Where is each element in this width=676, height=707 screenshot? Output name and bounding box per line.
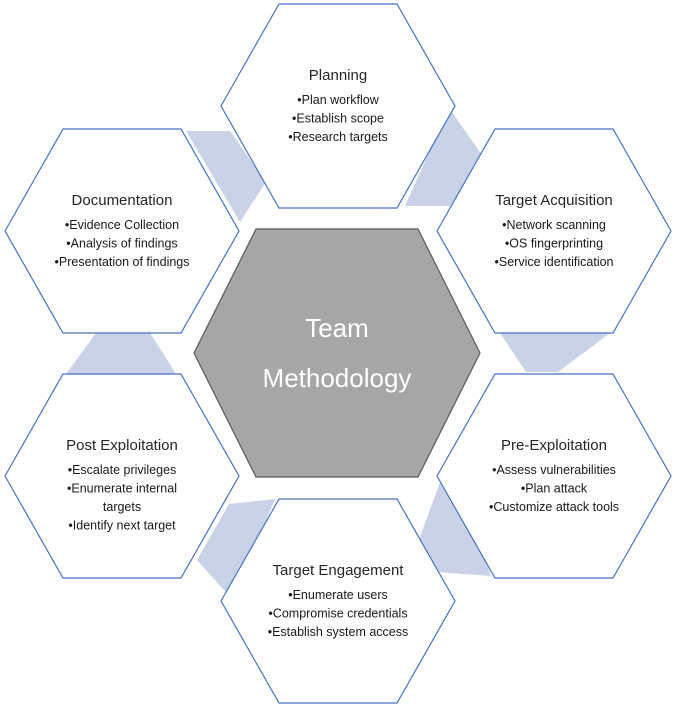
center-hexagon-group: Team Methodology <box>193 228 481 478</box>
step-item-post-exploitation-3: targets <box>103 500 141 514</box>
step-target-engagement: Target Engagement •Enumerate users •Compro… <box>220 498 456 704</box>
step-hexagon-post-exploitation <box>4 373 240 579</box>
step-item-target-acquisition-1: •Network scanning <box>502 218 606 232</box>
step-planning: Planning •Plan workflow •Establish scope •R… <box>220 3 456 209</box>
connector-band-4 <box>408 482 491 576</box>
step-item-pre-exploitation-1: •Assess vulnerabilities <box>492 463 616 477</box>
connector-band-3 <box>500 333 610 372</box>
step-title-target-engagement: Target Engagement <box>273 562 405 579</box>
step-post-exploitation: Post Exploitation •Escalate privileges •En… <box>4 373 240 579</box>
step-item-planning-2: •Establish scope <box>292 112 384 126</box>
step-item-target-acquisition-3: •Service identification <box>494 255 613 269</box>
step-target-acquisition: Target Acquisition •Network scanning •OS f… <box>436 128 672 334</box>
step-item-documentation-2: •Analysis of findings <box>66 237 177 251</box>
step-title-planning: Planning <box>309 67 367 84</box>
step-item-target-engagement-1: •Enumerate users <box>288 588 388 602</box>
connector-layer <box>66 108 610 600</box>
step-item-documentation-1: •Evidence Collection <box>65 218 179 232</box>
step-item-post-exploitation-1: •Escalate privileges <box>68 463 177 477</box>
step-item-planning-1: •Plan workflow <box>297 93 379 107</box>
step-item-planning-3: •Research targets <box>288 130 388 144</box>
step-hexagon-target-engagement <box>220 498 456 704</box>
step-hexagon-pre-exploitation <box>436 373 672 579</box>
connector-band-1 <box>186 131 266 222</box>
step-item-post-exploitation-2: •Enumerate internal <box>67 482 177 496</box>
connector-band-6 <box>66 333 176 374</box>
center-title-line-1: Team <box>305 313 369 343</box>
step-hexagon-layer: Planning •Plan workflow •Establish scope •R… <box>4 3 672 704</box>
step-title-pre-exploitation: Pre-Exploitation <box>501 437 607 454</box>
step-pre-exploitation: Pre-Exploitation •Assess vulnerabilities •… <box>436 373 672 579</box>
step-title-documentation: Documentation <box>72 192 173 209</box>
step-hexagon-target-acquisition <box>436 128 672 334</box>
step-title-target-acquisition: Target Acquisition <box>495 192 613 209</box>
step-item-target-acquisition-2: •OS fingerprinting <box>505 237 603 251</box>
step-item-pre-exploitation-2: •Plan attack <box>521 482 588 496</box>
step-hexagon-planning <box>220 3 456 209</box>
step-documentation: Documentation •Evidence Collection •Analys… <box>4 128 240 334</box>
center-hexagon <box>193 228 481 478</box>
connector-band-2 <box>405 108 482 206</box>
step-item-target-engagement-3: •Establish system access <box>268 625 409 639</box>
step-item-documentation-3: •Presentation of findings <box>54 255 189 269</box>
step-item-post-exploitation-4: •Identify next target <box>68 519 176 533</box>
step-title-post-exploitation: Post Exploitation <box>66 437 178 454</box>
center-title-line-2: Methodology <box>263 363 412 393</box>
connector-band-5 <box>197 499 275 600</box>
step-item-target-engagement-2: •Compromise credentials <box>268 607 407 621</box>
step-hexagon-documentation <box>4 128 240 334</box>
step-item-pre-exploitation-3: •Customize attack tools <box>489 500 619 514</box>
